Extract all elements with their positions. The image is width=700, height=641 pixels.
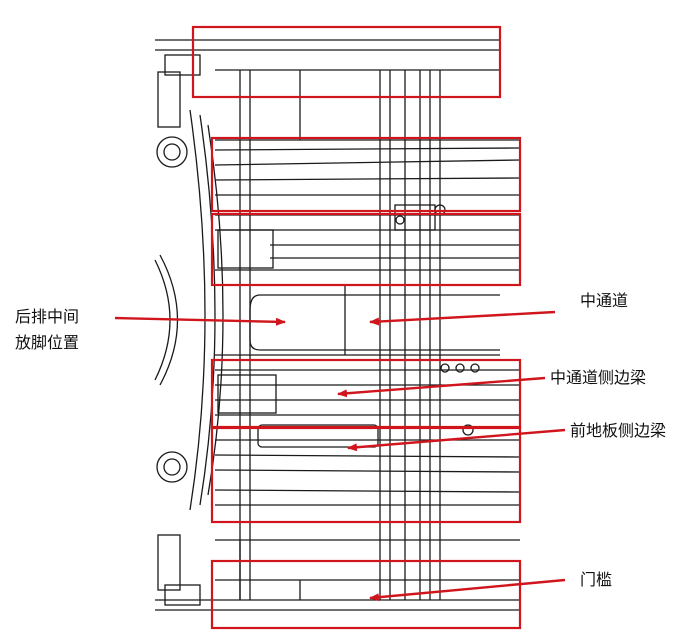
label-center-tunnel: 中通道 — [580, 291, 629, 310]
rear-footwell-arrow — [114, 316, 286, 326]
top-highlight-box — [191, 25, 502, 99]
front-floor-side-rail-box — [210, 425, 522, 524]
label-door-sill: 门槛 — [580, 570, 613, 589]
tunnel-side-rail-arrow — [337, 376, 546, 398]
callout-arrows — [114, 310, 566, 602]
center-tunnel-arrow — [369, 310, 556, 326]
label-tunnel-side-rail: 中通道侧边梁 — [550, 368, 647, 387]
floor-line-drawing — [154, 39, 521, 611]
front-floor-side-rail-arrow — [347, 428, 566, 452]
label-rear-footwell-line-2: 放脚位置 — [15, 333, 80, 352]
label-front-floor-side-rail: 前地板侧边梁 — [570, 421, 667, 440]
upper-side-rail-box-1 — [210, 136, 522, 213]
label-rear-footwell-line-1: 后排中间 — [15, 307, 80, 326]
door-sill-box — [210, 559, 522, 630]
door-sill-arrow — [369, 578, 566, 602]
highlight-boxes — [191, 25, 522, 630]
label-rear-footwell: 后排中间 放脚位置 — [15, 304, 79, 356]
upper-side-rail-box-2 — [210, 212, 522, 287]
